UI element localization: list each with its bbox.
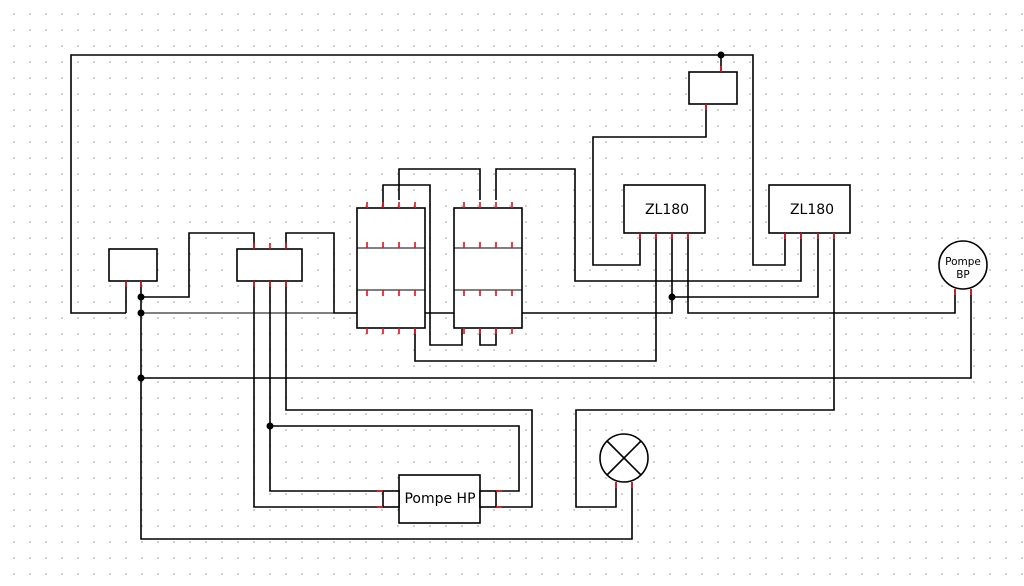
zl180-right[interactable]: ZL180 [768, 184, 851, 239]
junction-dot [137, 374, 145, 382]
wire-relay2-to-zl-right [495, 168, 802, 282]
relay-bank-1[interactable] [356, 207, 426, 329]
wire-bus-to-terminal [141, 232, 255, 298]
lamp-x-icon[interactable] [599, 433, 649, 488]
pompe-bp-label-line1: Pompe [945, 256, 981, 268]
junction-dot [266, 422, 274, 430]
pompe-hp-label: Pompe HP [404, 491, 475, 507]
pompe-bp-label-line2: BP [956, 269, 970, 281]
relay-bank-2[interactable] [453, 207, 523, 329]
pompe-hp[interactable]: Pompe HP [377, 474, 502, 524]
zl180-left-label: ZL180 [645, 202, 689, 218]
wire-pompebp-bus [141, 289, 972, 379]
wire-terminal-hp-4 [285, 281, 533, 508]
junction-dots [137, 51, 725, 430]
junction-dot [717, 51, 725, 59]
pompe-bp[interactable]: Pompe BP [938, 240, 988, 295]
wire-relay-bottom-link [479, 329, 497, 346]
junction-dot [137, 309, 145, 317]
top-small-box[interactable] [688, 66, 738, 110]
wire-left-bus [140, 281, 633, 540]
wire-zl-left-mid [672, 233, 819, 298]
left-small-box[interactable] [108, 248, 158, 287]
wire-zl-right-lamp [575, 233, 835, 508]
wire-top-loop [70, 54, 786, 314]
wire-terminal-hp-1 [253, 281, 383, 508]
zl180-right-label: ZL180 [790, 202, 834, 218]
wire-topbox-zl-left [592, 104, 707, 266]
wire-terminal-hp-3 [270, 425, 520, 492]
wire-terminal-hp-2 [269, 281, 383, 492]
relay-bank-2-pins [463, 202, 513, 334]
junction-dot [137, 293, 145, 301]
wire-zl-left-pompebp [687, 233, 956, 314]
wires [70, 54, 972, 540]
zl180-left[interactable]: ZL180 [623, 184, 706, 239]
wire-relay-top-link [382, 184, 463, 346]
wire-relay-bus-right [399, 233, 673, 314]
terminal-block[interactable] [236, 243, 303, 287]
junction-dot [668, 293, 676, 301]
wire-relay-top-link2 [398, 168, 481, 200]
wire-relay-to-zl-left [414, 233, 657, 362]
relay-bank-1-pins [366, 202, 416, 334]
